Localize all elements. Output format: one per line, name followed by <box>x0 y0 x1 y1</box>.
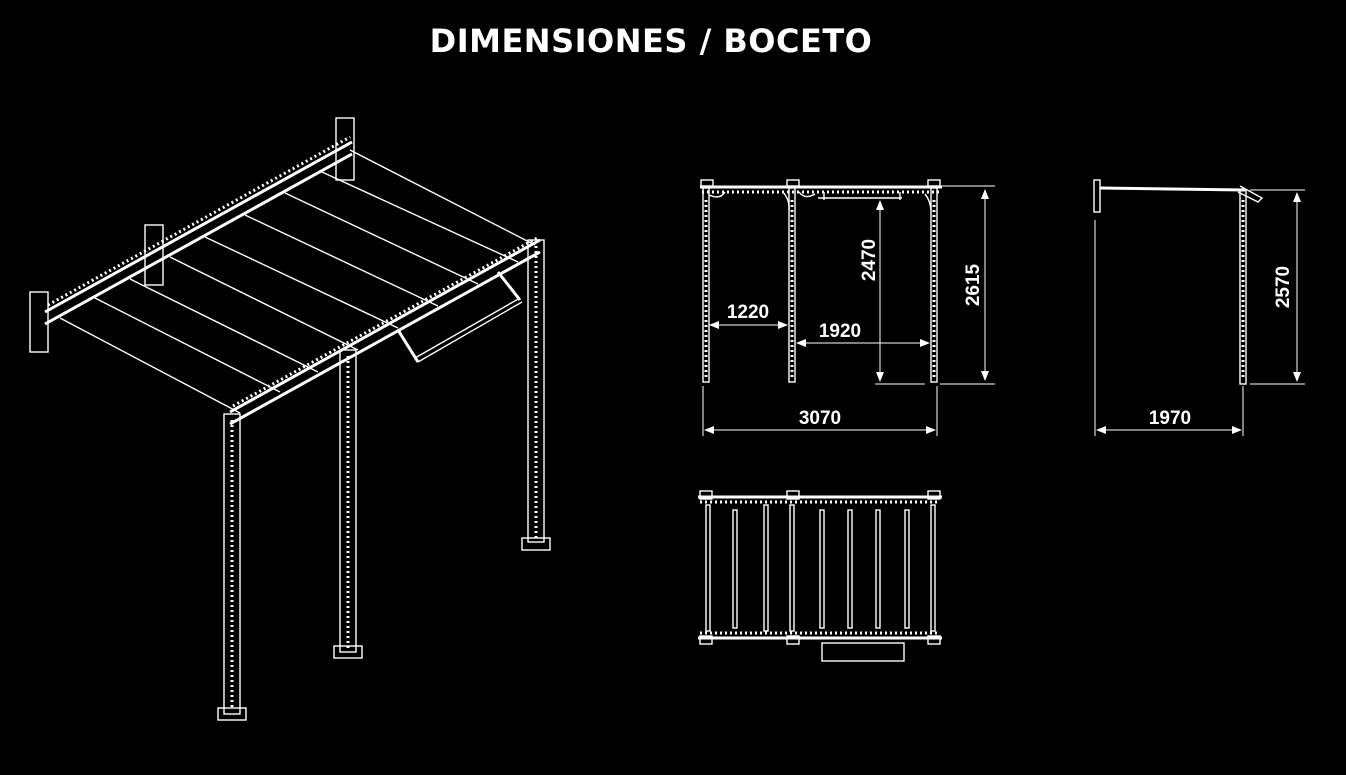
plan-slats <box>705 504 936 632</box>
page-title: DIMENSIONES / BOCETO <box>429 22 873 60</box>
front-view: 2615 2470 1220 1920 3070 <box>700 179 995 436</box>
isometric-view <box>29 117 551 721</box>
roof-slats <box>59 149 536 414</box>
dim-left-bay: 1220 <box>727 302 769 323</box>
dim-depth: 1970 <box>1149 408 1191 429</box>
dim-bar-height: 2470 <box>859 239 880 281</box>
dim-total-width: 3070 <box>799 408 841 429</box>
side-view: 2570 1970 <box>1093 179 1305 436</box>
plan-view <box>698 490 942 662</box>
posts <box>217 239 551 721</box>
dim-side-height: 2570 <box>1273 266 1294 308</box>
dim-total-height: 2615 <box>963 263 984 306</box>
dim-right-bay: 1920 <box>819 321 861 342</box>
